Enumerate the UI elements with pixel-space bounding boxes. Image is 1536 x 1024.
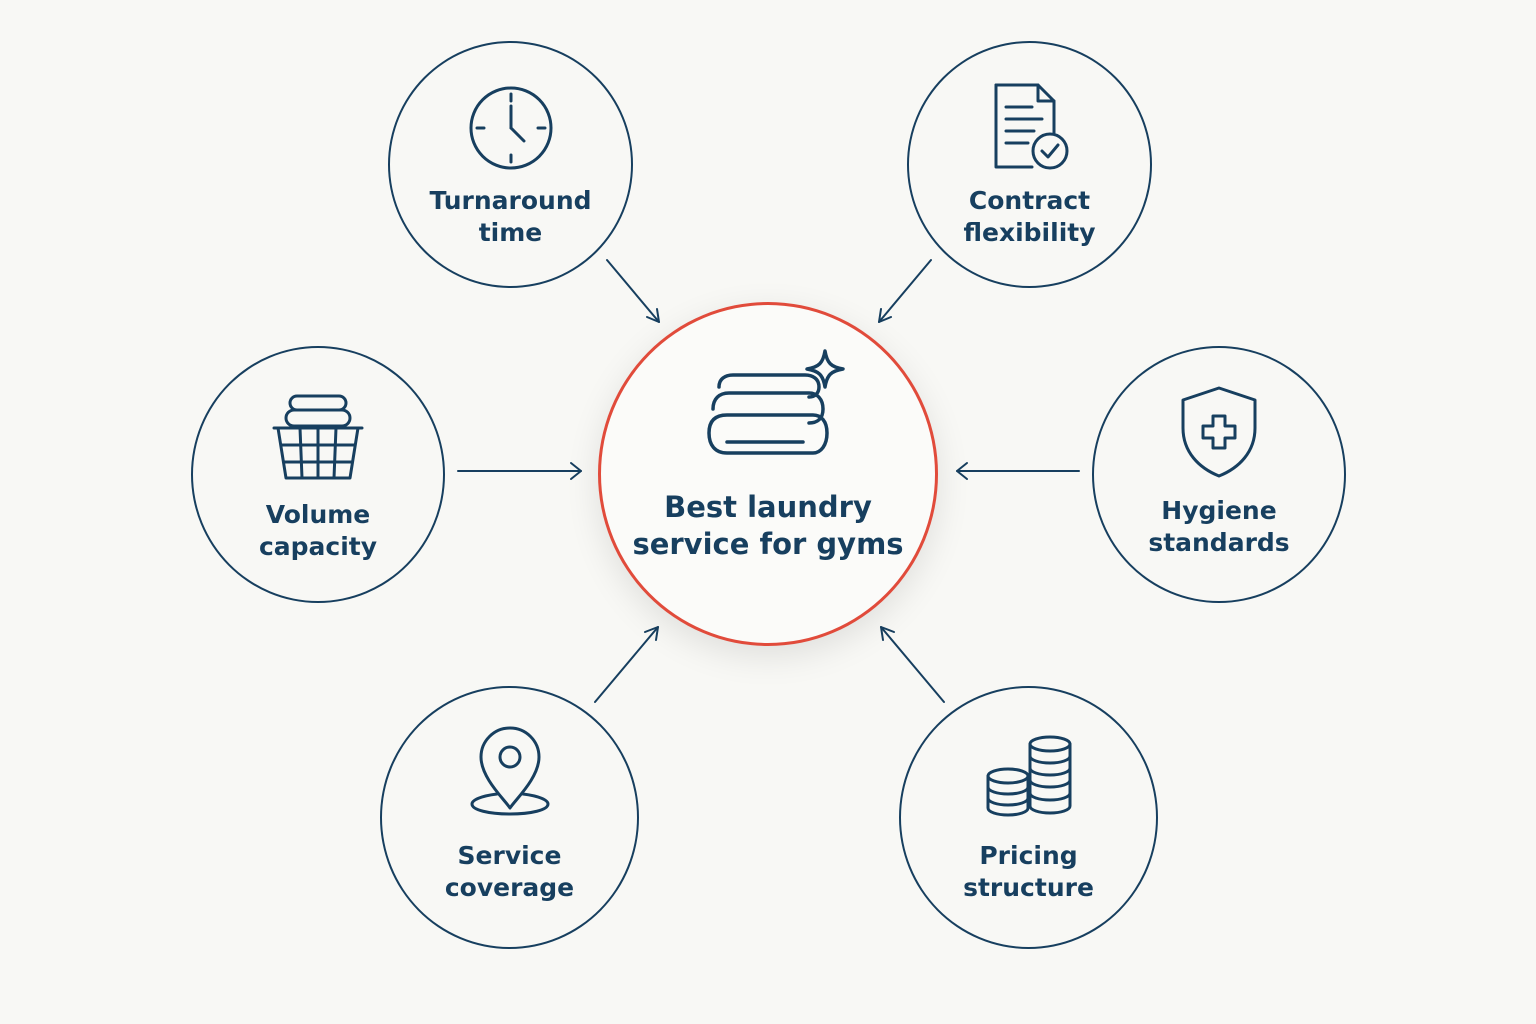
factor-service-coverage: Service coverage <box>380 686 639 949</box>
folded-towels-sparkle-icon <box>707 349 845 455</box>
factor-label: Turnaround time <box>429 186 592 247</box>
coin-stacks-icon <box>986 735 1071 817</box>
arrow-turnaround <box>606 259 660 323</box>
arrow-volume <box>457 462 582 480</box>
contract-check-icon <box>994 83 1068 170</box>
factor-pricing-structure: Pricing structure <box>899 686 1158 949</box>
laundry-basket-icon <box>272 394 364 480</box>
arrow-pricing <box>880 626 945 703</box>
factor-hygiene-standards: Hygiene standards <box>1092 346 1346 603</box>
arrow-contract <box>878 259 932 323</box>
arrow-coverage <box>594 626 659 703</box>
shield-plus-icon <box>1181 386 1257 478</box>
factor-contract-flexibility: Contract flexibility <box>907 41 1152 288</box>
factor-label: Contract flexibility <box>963 186 1096 247</box>
central-title: Best laundry service for gyms <box>632 490 904 561</box>
location-pin-icon <box>470 726 549 816</box>
factor-volume-capacity: Volume capacity <box>191 346 445 603</box>
factor-turnaround-time: Turnaround time <box>388 41 633 288</box>
factor-label: Hygiene standards <box>1148 496 1290 557</box>
factor-label: Service coverage <box>444 841 575 902</box>
factor-label: Volume capacity <box>258 500 378 561</box>
arrow-hygiene <box>956 462 1080 480</box>
clock-icon <box>469 86 552 170</box>
central-topic: Best laundry service for gyms <box>598 302 938 646</box>
factor-label: Pricing structure <box>963 841 1094 902</box>
